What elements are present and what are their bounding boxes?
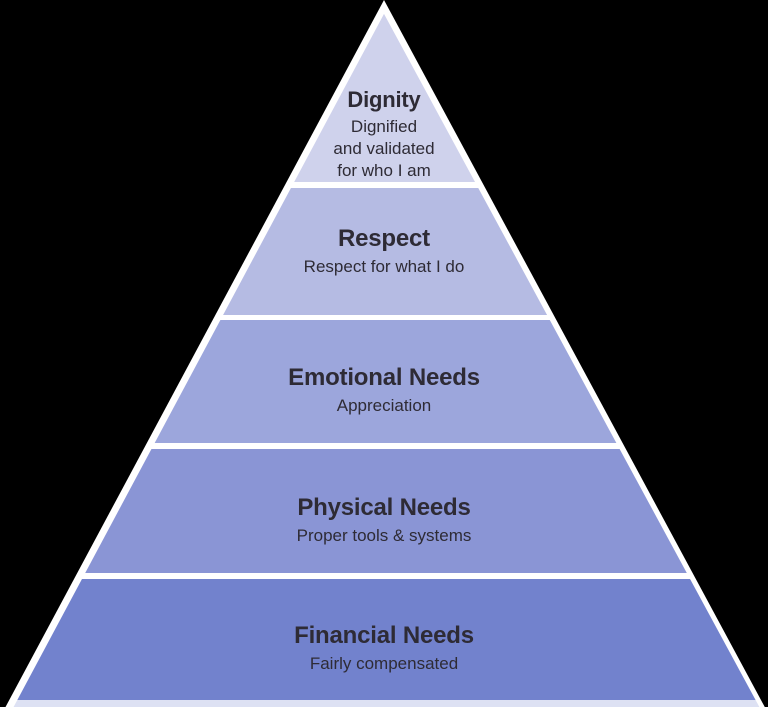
pyramid-base-edge (10, 700, 763, 707)
pyramid-band-respect (10, 188, 763, 315)
pyramid-band-financial-needs (10, 579, 763, 700)
pyramid-band-dignity (10, 13, 763, 182)
pyramid-band-emotional-needs (10, 320, 763, 443)
pyramid-band-physical-needs (10, 449, 763, 573)
